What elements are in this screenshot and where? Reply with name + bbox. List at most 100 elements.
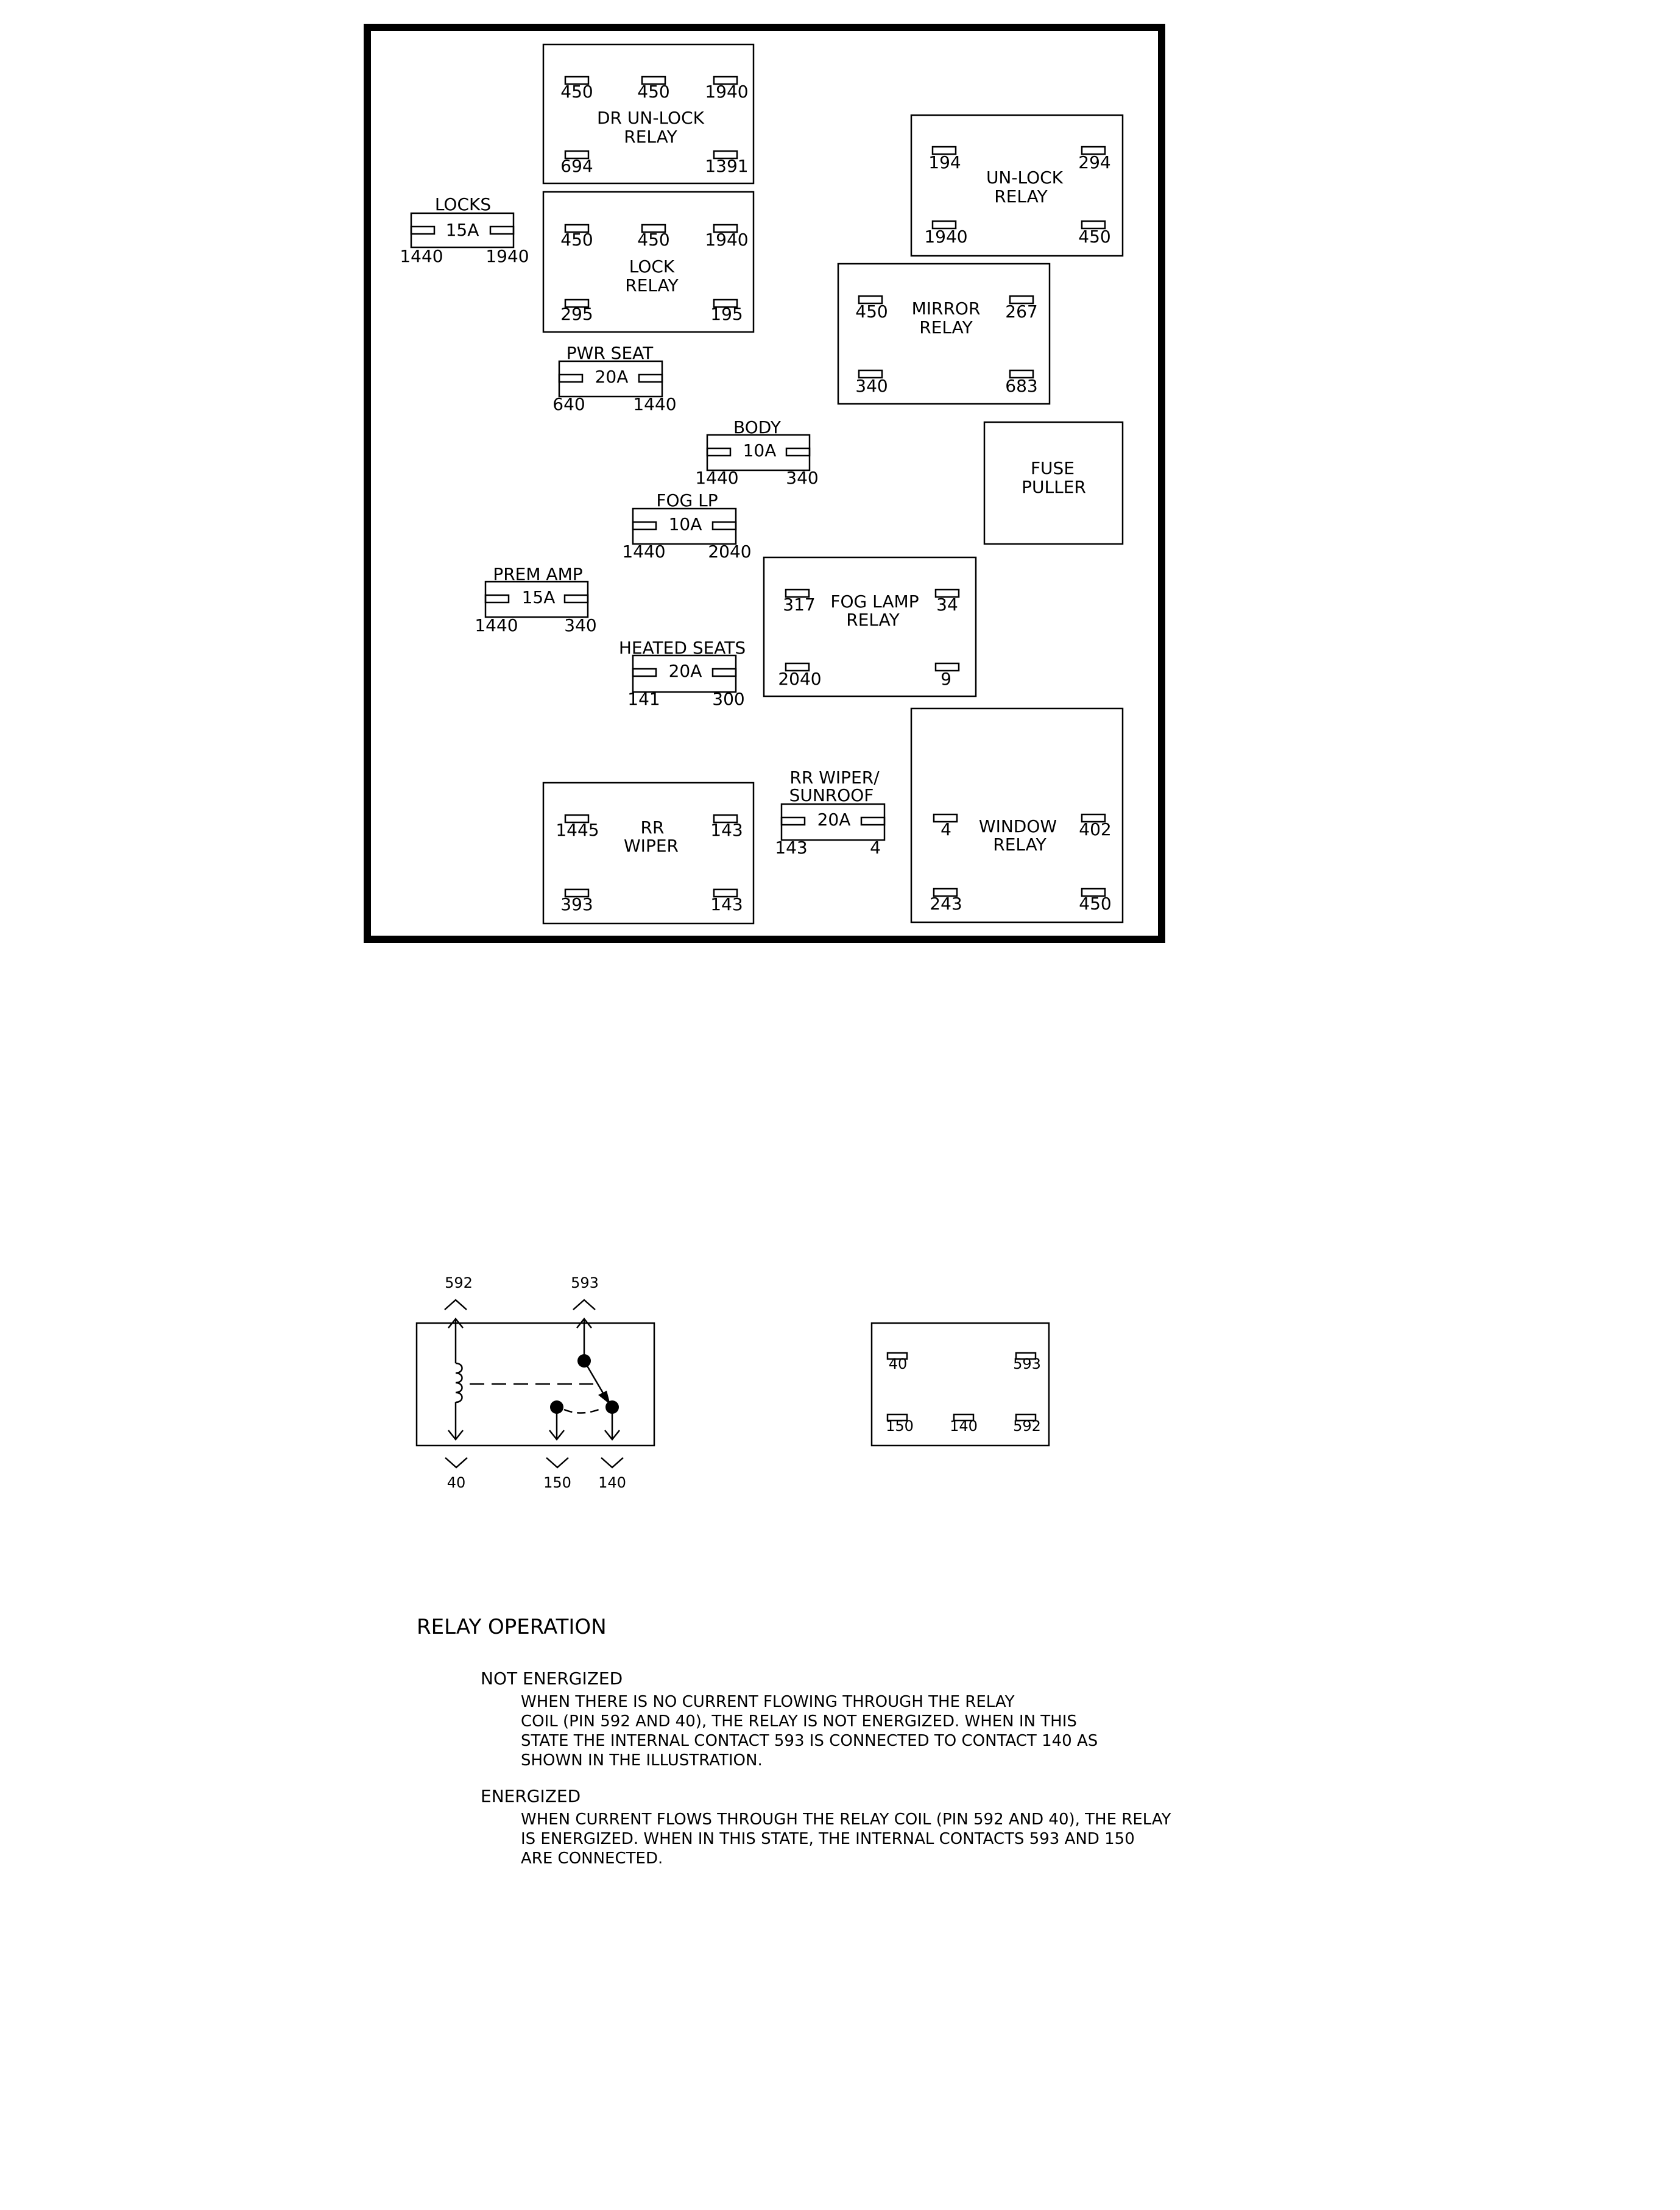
fuse-name: LOCKS	[435, 194, 491, 214]
pin-label: 317	[783, 595, 815, 615]
pin-label: 1445	[556, 820, 599, 840]
fuse-puller-label: FUSE	[1031, 458, 1075, 478]
fuse-rating: 20A	[669, 661, 702, 681]
pin-label: 2040	[778, 669, 821, 689]
pin-label: 140	[950, 1417, 978, 1435]
pin-label: 640	[552, 394, 585, 414]
pin-label: 450	[855, 302, 888, 322]
pin-label: 243	[930, 894, 962, 914]
pin-label: 141	[627, 689, 660, 709]
pin-label: 1391	[705, 156, 748, 176]
fuse-name: BODY	[733, 417, 782, 437]
not-energized-heading: NOT ENERGIZED	[481, 1668, 623, 1689]
relay-label: FOG LAMP	[830, 591, 919, 612]
pin-label: 592	[1013, 1417, 1041, 1435]
dr-unlock-relay: 450 450 1940 694 1391 DR UN-LOCK RELAY	[542, 43, 755, 185]
pin-label: 1440	[622, 542, 665, 562]
body-fuse: BODY 10A 1440 340	[695, 417, 818, 488]
body-line: WHEN CURRENT FLOWS THROUGH THE RELAY COI…	[521, 1810, 1171, 1829]
pin-label: 143	[710, 894, 743, 914]
pin-label: 593	[1013, 1355, 1041, 1372]
pin-label: 592	[445, 1274, 473, 1291]
fuse-puller-label: PULLER	[1022, 477, 1086, 497]
relay-label: RELAY	[993, 835, 1046, 855]
pin-label: 2040	[708, 542, 751, 562]
relay-label: UN-LOCK	[986, 168, 1064, 188]
mirror-relay: 450 267 340 683 MIRROR RELAY	[837, 263, 1051, 405]
terminal-chevron	[546, 1457, 569, 1469]
pin-label: 683	[1005, 376, 1037, 396]
fuse-rating: 20A	[595, 367, 629, 387]
section-title: RELAY OPERATION	[417, 1615, 607, 1639]
fuse-name: SUNROOF	[789, 785, 874, 805]
pin-label: 393	[560, 894, 593, 914]
terminal-chevron	[601, 1457, 624, 1469]
pin-label: 450	[637, 82, 669, 102]
pin-label: 1940	[705, 230, 748, 250]
pin-label: 1440	[695, 468, 738, 488]
fuse-name: HEATED SEATS	[619, 638, 746, 658]
window-relay: 4 402 243 450 WINDOW RELAY	[910, 707, 1124, 923]
terminal-chevron	[445, 1457, 468, 1469]
relay-schematic: 592 593 40 150 140	[415, 1274, 655, 1491]
relay-label: RR	[641, 817, 665, 838]
body-line: WHEN THERE IS NO CURRENT FLOWING THROUGH…	[521, 1693, 1015, 1711]
fuse-rating: 15A	[522, 587, 556, 607]
relay-pinout: 40 593 150 140 592	[870, 1322, 1050, 1447]
relay-label: WIPER	[624, 836, 679, 856]
rr-wiper-relay: 1445 143 393 143 RR WIPER	[542, 782, 755, 925]
pin-label: 340	[786, 468, 818, 488]
pin-label: 1940	[485, 246, 529, 266]
pin-label: 194	[928, 152, 961, 172]
pin-label: 340	[564, 615, 596, 635]
unlock-relay: 194 294 1940 450 UN-LOCK RELAY	[910, 114, 1124, 257]
relay-label: RELAY	[919, 317, 973, 337]
pin-label: 450	[560, 230, 593, 250]
pin-label: 150	[543, 1474, 571, 1491]
body-line: SHOWN IN THE ILLUSTRATION.	[521, 1751, 763, 1770]
lock-relay: 450 450 1940 295 195 LOCK RELAY	[542, 191, 755, 333]
terminal-chevron	[573, 1299, 596, 1310]
relay-label: RELAY	[624, 127, 677, 147]
relay-label: RELAY	[625, 275, 679, 295]
pin-label: 4	[941, 819, 951, 839]
relay-label: RELAY	[994, 186, 1048, 207]
pin-label: 300	[712, 689, 744, 709]
relay-label: DR UN-LOCK	[597, 108, 705, 128]
body-line: STATE THE INTERNAL CONTACT 593 IS CONNEC…	[521, 1732, 1098, 1750]
fuse-puller: FUSE PULLER	[983, 421, 1124, 545]
pwr-seat-fuse: PWR SEAT 20A 640 1440	[552, 343, 676, 414]
pin-label: 295	[560, 304, 593, 324]
rr-wiper-sunroof-fuse: RR WIPER/ SUNROOF 20A 143 4	[775, 768, 886, 858]
pin-label: 1440	[633, 394, 676, 414]
terminal-chevron	[444, 1299, 467, 1310]
pin-label: 450	[1078, 227, 1110, 247]
pin-label: 143	[775, 838, 807, 858]
pin-label: 1440	[475, 615, 518, 635]
coil-symbol	[455, 1362, 463, 1403]
pin-label: 40	[889, 1355, 908, 1372]
prem-amp-fuse: PREM AMP 15A 1440 340	[475, 564, 596, 635]
body-line: ARE CONNECTED.	[521, 1849, 663, 1868]
fuse-name: PWR SEAT	[566, 343, 654, 363]
pin-label: 294	[1078, 152, 1110, 172]
pin-label: 4	[870, 838, 881, 858]
fuse-rating: 20A	[817, 810, 851, 830]
fuse-rating: 15A	[446, 220, 479, 240]
pin-label: 340	[855, 376, 888, 396]
fog-lamp-relay: 317 34 2040 9 FOG LAMP RELAY	[763, 556, 977, 697]
pin-label: 150	[886, 1417, 914, 1435]
heated-seats-fuse: HEATED SEATS 20A 141 300	[619, 638, 746, 709]
pin-label: 143	[710, 820, 743, 840]
locks-fuse: LOCKS 15A 1440 1940	[400, 194, 529, 266]
body-line: IS ENERGIZED. WHEN IN THIS STATE, THE IN…	[521, 1830, 1135, 1848]
pin-label: 402	[1079, 819, 1111, 839]
fuse-rating: 10A	[743, 440, 777, 461]
body-line: COIL (PIN 592 AND 40), THE RELAY IS NOT …	[521, 1712, 1077, 1731]
pin-label: 450	[560, 82, 593, 102]
pin-label: 1940	[924, 227, 967, 247]
pin-label: 450	[637, 230, 669, 250]
fuse-box-frame	[364, 24, 1165, 943]
relay-label: WINDOW	[979, 816, 1057, 836]
